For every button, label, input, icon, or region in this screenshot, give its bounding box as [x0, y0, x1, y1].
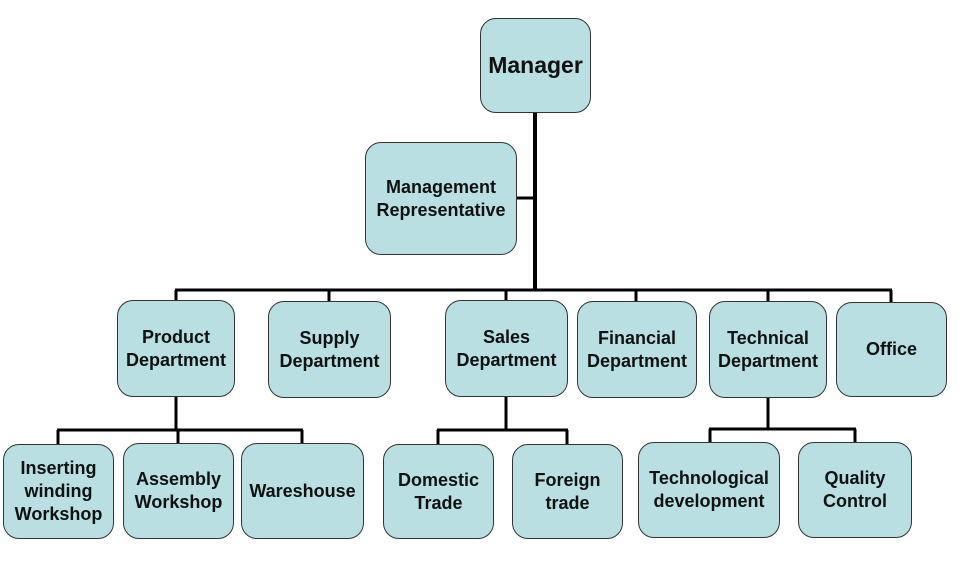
- node-supply-department: Supply Department: [268, 301, 391, 398]
- node-financial-department: Financial Department: [577, 301, 697, 398]
- node-management-representative: Management Representative: [365, 142, 517, 255]
- node-technological-development: Technological development: [638, 442, 780, 538]
- node-technical-department: Technical Department: [709, 301, 827, 398]
- node-product-department: Product Department: [117, 300, 235, 397]
- node-domestic-trade: Domestic Trade: [383, 444, 494, 539]
- node-manager: Manager: [480, 18, 591, 113]
- node-inserting-winding-workshop: Inserting winding Workshop: [3, 444, 114, 539]
- node-wareshouse: Wareshouse: [241, 443, 364, 539]
- node-office: Office: [836, 302, 947, 397]
- node-quality-control: Quality Control: [798, 442, 912, 538]
- node-foreign-trade: Foreign trade: [512, 444, 623, 539]
- node-sales-department: Sales Department: [445, 300, 568, 397]
- node-assembly-workshop: Assembly Workshop: [123, 443, 234, 539]
